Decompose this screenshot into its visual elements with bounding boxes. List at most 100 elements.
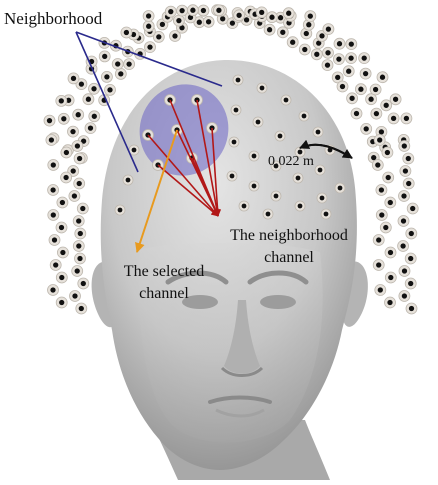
electrode	[323, 47, 334, 58]
selected-channel-label-line1: The selected	[124, 263, 204, 280]
electrode	[371, 108, 382, 119]
electrode	[293, 173, 303, 183]
electrode	[374, 135, 385, 146]
electrode	[376, 210, 387, 221]
electrode	[370, 84, 381, 95]
electrode	[143, 11, 154, 22]
electrode	[44, 115, 55, 126]
electrode	[48, 210, 59, 221]
electrode	[373, 260, 384, 271]
electrode	[295, 201, 305, 211]
electrode	[46, 135, 57, 146]
electrode	[50, 260, 61, 271]
electrode	[405, 253, 416, 264]
electrode	[263, 209, 273, 219]
electrode	[383, 172, 394, 183]
electrode	[74, 178, 85, 189]
electrode	[121, 27, 132, 38]
electrode	[61, 172, 72, 183]
electrode	[385, 272, 396, 283]
electrode	[313, 127, 323, 137]
electrode	[406, 228, 417, 239]
electrode	[401, 113, 412, 124]
electrode	[256, 7, 267, 18]
electrode	[405, 278, 416, 289]
electrode	[334, 38, 345, 49]
right-eye	[260, 295, 296, 309]
electrode	[76, 303, 87, 314]
electrode	[372, 160, 383, 171]
electrode	[56, 222, 67, 233]
electrode	[101, 71, 112, 82]
electrode	[177, 5, 188, 16]
electrode	[406, 303, 417, 314]
electrode	[311, 49, 322, 60]
electrode	[271, 191, 281, 201]
electrode	[398, 216, 409, 227]
electrode	[398, 241, 409, 252]
electrode	[58, 113, 69, 124]
electrode	[83, 94, 94, 105]
electrode	[48, 185, 59, 196]
electrode	[61, 147, 72, 158]
electrode	[359, 53, 370, 64]
electrode	[399, 191, 410, 202]
electrode	[249, 151, 259, 161]
electrode	[57, 247, 68, 258]
electrode	[399, 141, 410, 152]
electrode	[399, 266, 410, 277]
electrode	[73, 241, 84, 252]
distance-label: 0.022 m	[268, 154, 314, 169]
electrode	[317, 193, 327, 203]
electrode	[75, 253, 86, 264]
electrode	[69, 191, 80, 202]
electrode	[381, 100, 392, 111]
electrode	[227, 171, 237, 181]
electrode	[323, 24, 334, 35]
electrode	[400, 166, 411, 177]
electrode	[85, 123, 96, 134]
electrode	[57, 197, 68, 208]
electrode	[72, 141, 83, 152]
electrode	[78, 278, 89, 289]
electrode	[56, 272, 67, 283]
electrode	[281, 95, 291, 105]
electrode	[385, 247, 396, 258]
electrode	[380, 222, 391, 233]
electrode	[257, 83, 267, 93]
electrode	[75, 228, 86, 239]
electrode	[373, 235, 384, 246]
electrode	[249, 181, 259, 191]
electrode	[351, 108, 362, 119]
selected-channel-label-line2: channel	[139, 285, 189, 302]
electrode	[264, 24, 275, 35]
electrode	[346, 39, 357, 50]
electrode	[407, 203, 418, 214]
electrode	[355, 84, 366, 95]
electrode	[267, 12, 278, 23]
electrode	[49, 235, 60, 246]
electrode	[253, 117, 263, 127]
electrode	[399, 291, 410, 302]
electrode	[72, 266, 83, 277]
electrode	[335, 183, 345, 193]
electrode	[375, 285, 386, 296]
electrode	[234, 10, 245, 21]
electrode	[70, 291, 81, 302]
electrode	[73, 109, 84, 120]
electrode	[229, 137, 239, 147]
electrode	[388, 113, 399, 124]
electrode	[299, 111, 309, 121]
electrode	[56, 95, 67, 106]
electrode	[382, 147, 393, 158]
electrode	[377, 72, 388, 83]
electrode	[56, 297, 67, 308]
electrode	[74, 153, 85, 164]
electrode	[347, 93, 358, 104]
electrode	[105, 84, 116, 95]
electrode	[173, 15, 184, 26]
electrode	[299, 44, 310, 55]
electrode	[346, 53, 357, 64]
electrode	[68, 126, 79, 137]
